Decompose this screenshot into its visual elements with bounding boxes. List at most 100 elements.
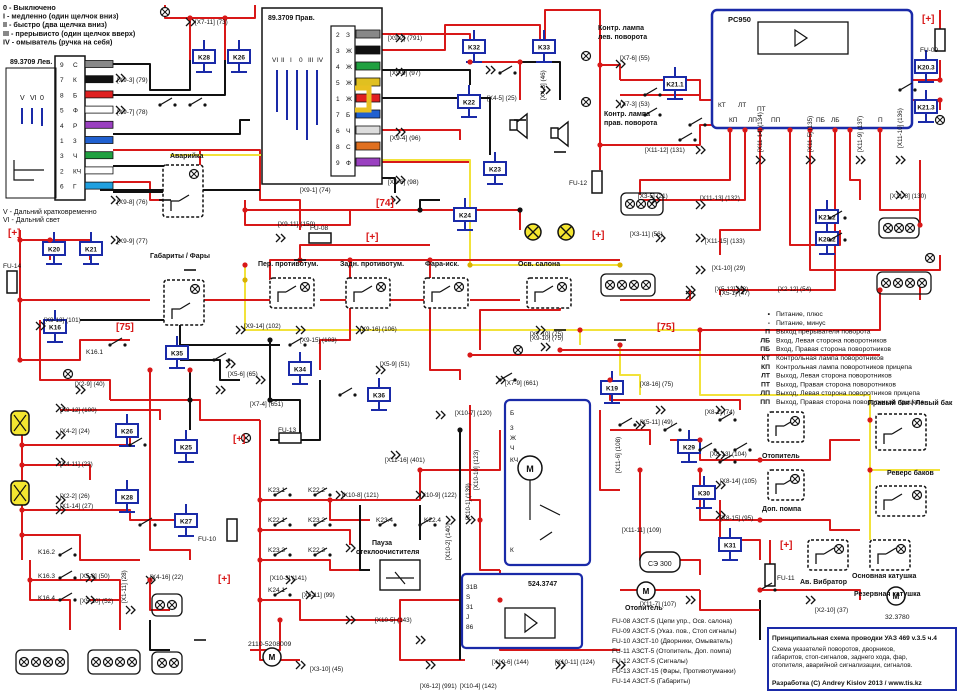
mode-legend-line: II - быстро (два щелчка вниз)	[3, 20, 107, 29]
relay-contact	[58, 570, 77, 580]
relay-label: K23	[489, 167, 501, 174]
wire	[599, 410, 620, 491]
relay-label: K36	[373, 393, 385, 400]
lamp-cluster-frame	[87, 649, 141, 675]
junction-dot	[517, 207, 523, 213]
contact-pin	[748, 448, 752, 452]
junction-dot	[242, 207, 248, 213]
lamp-cross	[926, 254, 934, 262]
connector-chevron	[185, 17, 196, 27]
connector-label: [X8-15] (95)	[720, 515, 753, 522]
contact-blade	[274, 487, 288, 496]
lamp-icon	[166, 599, 178, 611]
relay-label: K22	[463, 100, 475, 107]
connector	[295, 325, 306, 335]
wire	[260, 529, 351, 545]
light-legend-line: VI - Дальний свет	[3, 216, 61, 224]
main-coil-label: Основная катушка	[852, 573, 917, 580]
power-plus-tag: [+]	[592, 230, 605, 241]
junction-dot	[937, 77, 943, 83]
junction-dot	[877, 127, 883, 133]
relay-label: K26	[233, 55, 245, 62]
wiper-motor-pin: КЧ	[510, 457, 518, 464]
lamp-cross	[582, 98, 590, 106]
junction-dot	[847, 127, 853, 133]
switch-left-wire	[84, 166, 114, 175]
power-legend-symbol: ЛТ	[761, 373, 771, 380]
fuse-body	[226, 518, 238, 542]
motor-body	[886, 586, 906, 606]
switch-lever	[815, 547, 835, 564]
wire	[113, 165, 166, 175]
connector-chevron	[355, 325, 366, 335]
relay-contact	[58, 592, 77, 602]
cabin-lamp-right-icon	[557, 223, 575, 241]
wire	[809, 130, 941, 271]
junction-dot	[757, 457, 763, 463]
pause-regulator	[379, 559, 421, 591]
switch-lever	[877, 547, 897, 564]
wire	[699, 590, 760, 611]
junction-dot	[327, 497, 333, 503]
connector-chevron	[395, 127, 406, 137]
relay-coil: K29	[677, 430, 701, 463]
connector-label: [X10-2] (140)	[445, 523, 452, 560]
wire	[600, 124, 712, 146]
contact-label: K22.4	[424, 517, 441, 524]
switch-left-pin: 1	[60, 138, 64, 145]
power-plus-tag: [+]	[922, 14, 935, 25]
relay-label: K30	[698, 491, 710, 498]
wire	[22, 464, 91, 480]
relay-contact	[338, 387, 357, 397]
connector-chevron	[650, 195, 661, 205]
lamp-cross	[161, 8, 169, 16]
relay-label: K21.3	[917, 105, 935, 112]
junction-dot	[257, 527, 263, 533]
power-plus-tag: [+]	[8, 228, 21, 239]
contact-pin	[633, 423, 637, 427]
contact-pin	[227, 358, 231, 362]
connector	[715, 450, 726, 460]
relay-contact	[733, 442, 752, 452]
connector-label: [X4-3] (46)	[540, 70, 547, 100]
connector-label: [X11-5] (135)	[807, 116, 814, 152]
relay-label: K19	[606, 386, 618, 393]
contact-blade	[379, 517, 393, 526]
connector	[540, 342, 551, 352]
wire	[600, 64, 621, 80]
junction-dot	[577, 327, 583, 333]
lamp-icon	[126, 656, 138, 668]
relay-label: K20.2	[818, 237, 836, 244]
connector	[615, 660, 626, 670]
lamp-cross	[527, 226, 539, 238]
switch-left-pin: 5	[60, 108, 64, 115]
connector	[735, 285, 746, 295]
lamp-icon	[156, 657, 168, 669]
left-turn-lamp-label: Контр. лампа	[598, 25, 644, 32]
relay-contact	[698, 442, 717, 452]
fuse-legend-line: FU-13 АЗСТ-15 (Фары, Противотуманки)	[612, 668, 736, 675]
wire	[620, 79, 712, 101]
lamp-cluster-frame	[876, 271, 932, 295]
relay-contact	[58, 547, 77, 557]
connector-label: [X6-12] (991)	[420, 683, 457, 690]
connector-label: [X1-11] (28)	[121, 570, 128, 603]
fuse-label: FU-11	[777, 575, 795, 582]
connector-chevron	[335, 490, 346, 500]
connector-chevron	[655, 405, 666, 415]
junction-dot	[187, 15, 193, 21]
junction-dot	[597, 142, 603, 148]
connector	[540, 85, 551, 95]
junction-dot	[19, 507, 25, 513]
connector-label: [X9-5] (97)	[390, 70, 421, 77]
connector-label: [X2-12] (54)	[778, 286, 811, 293]
relay-coil: K26	[227, 40, 251, 73]
relay-unit-pin: П	[878, 117, 883, 124]
switch-left-contacts	[21, 108, 43, 126]
wire	[180, 359, 240, 381]
contact-pin	[328, 553, 332, 557]
switch-right-wire	[355, 61, 381, 71]
relay-coil: K25	[174, 430, 198, 463]
connector-chevron	[695, 145, 706, 155]
